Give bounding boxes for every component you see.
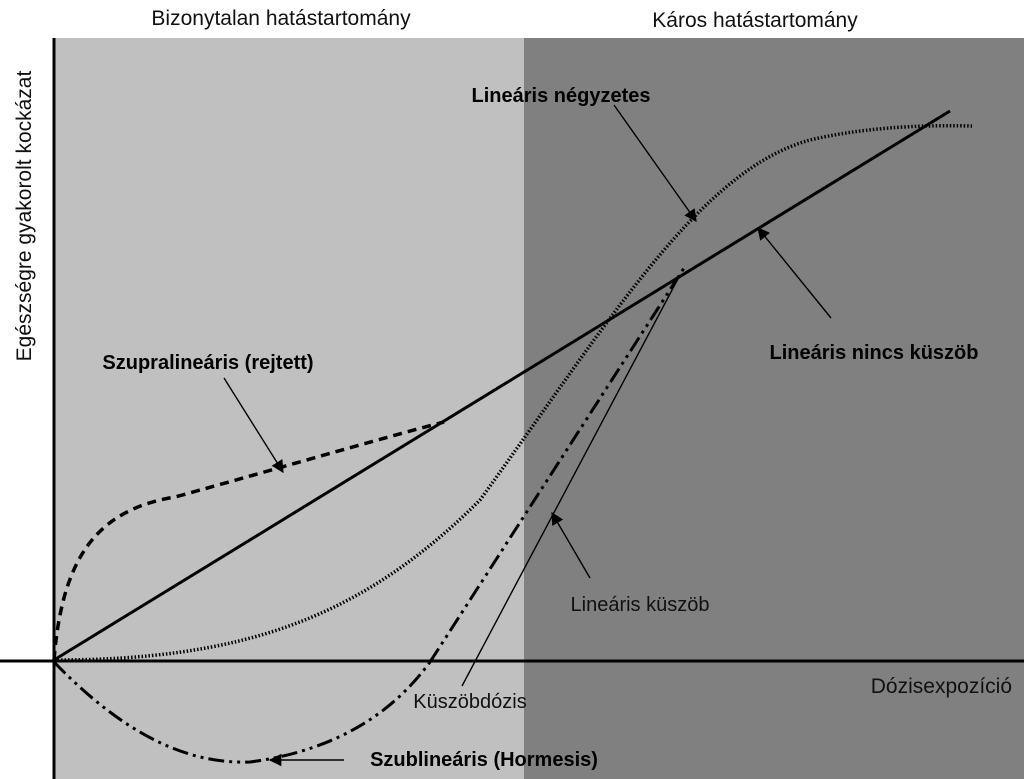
y-axis-title: Egészségre gyakorolt kockázat: [13, 71, 36, 362]
harmful-region: [524, 38, 1024, 779]
harmful-region-title: Káros hatástartomány: [652, 9, 858, 32]
linear-quadratic-leader: [613, 104, 697, 223]
threshold-dose-leader: [461, 274, 681, 687]
linear-no-threshold-label: Lineáris nincs küszöb: [770, 342, 979, 364]
linear-quadratic-label: Lineáris négyzetes: [472, 85, 651, 107]
uncertain-region-title: Bizonytalan hatástartomány: [151, 7, 411, 30]
supralinear-curve: [52, 420, 445, 661]
supralinear-leader: [223, 377, 284, 474]
linear-quadratic-curve: [53, 123, 973, 662]
threshold-dose-label: Küszöbdózis: [413, 691, 526, 713]
supralinear-label: Szupralineáris (rejtett): [102, 352, 313, 374]
x-axis-title: Dózisexpozíció: [871, 675, 1012, 698]
sublinear-curve: [52, 660, 432, 764]
uncertain-region: [54, 38, 524, 779]
linear-threshold-curve: [428, 267, 686, 663]
linear-threshold-leader: [551, 511, 591, 579]
linear-no-threshold-leader: [757, 227, 832, 319]
linear-no-threshold-curve: [53, 109, 951, 662]
linear-threshold-label: Lineáris küszöb: [571, 594, 710, 616]
sublinear-label: Szublineáris (Hormesis): [370, 749, 598, 771]
